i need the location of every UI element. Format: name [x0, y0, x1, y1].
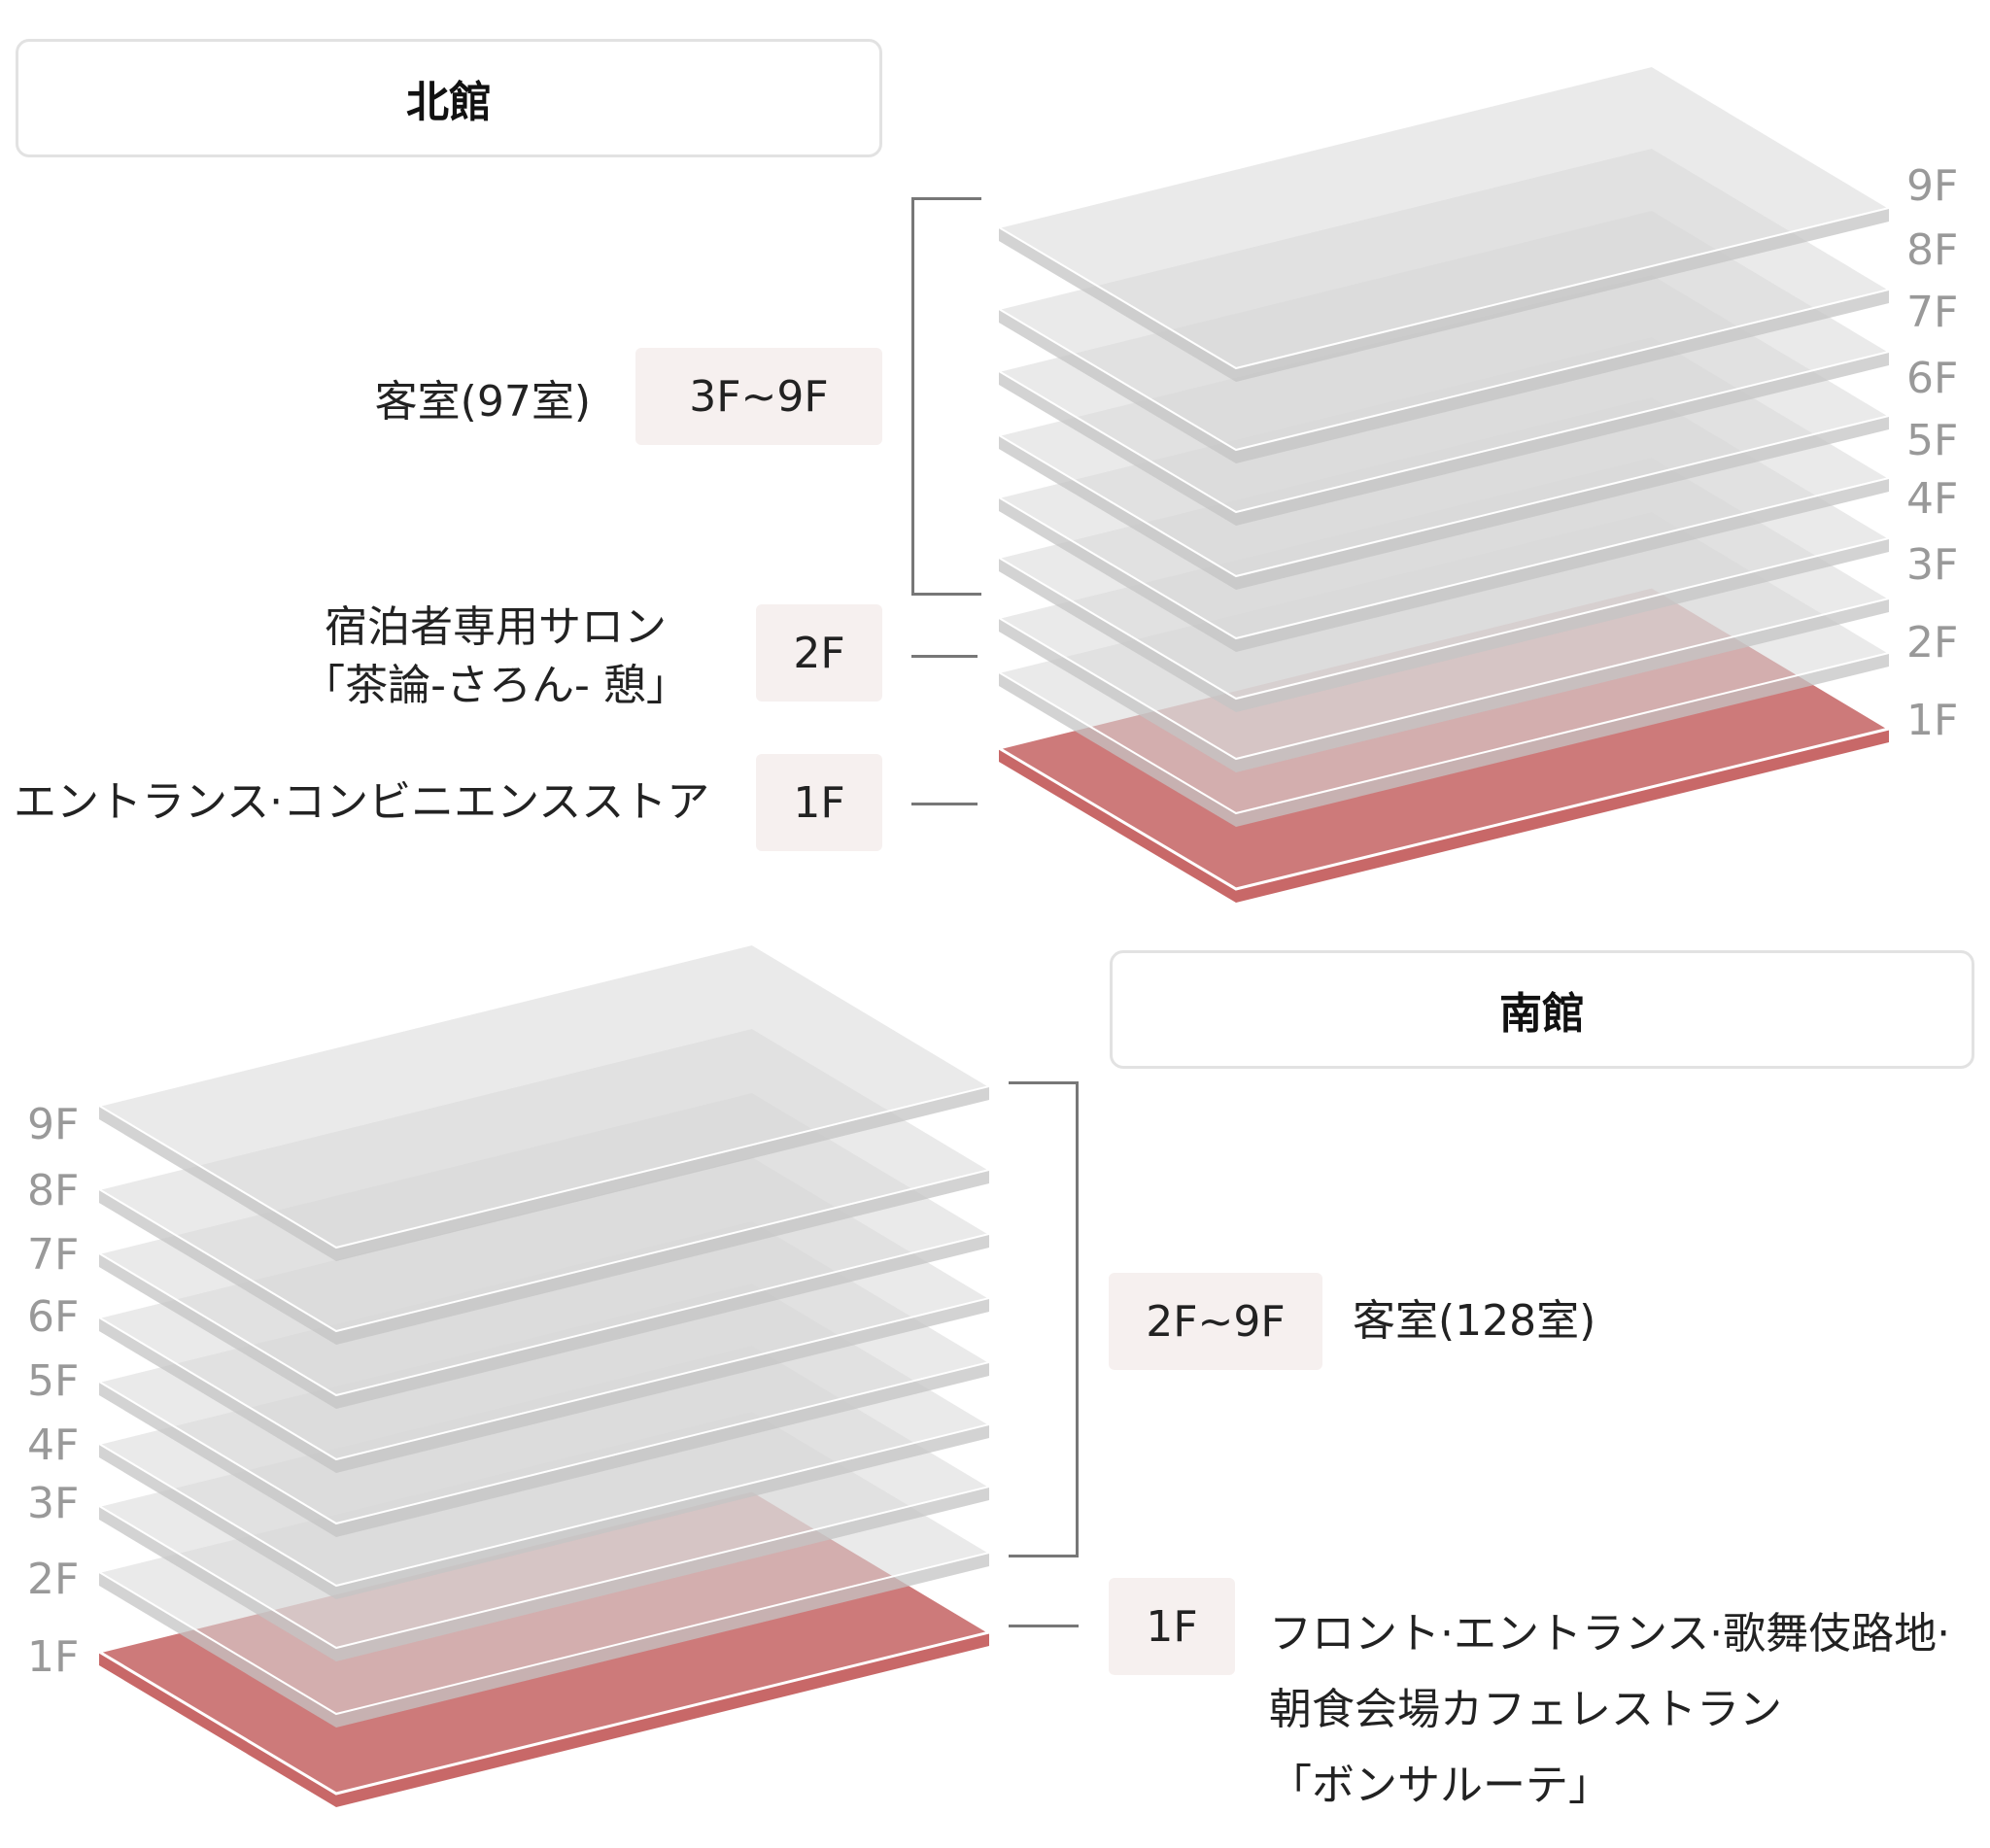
north-floor-label-8f: 8F: [1906, 225, 1959, 275]
south-building-title: 南館: [1110, 950, 1974, 1069]
north-entrance-label: エントランス·コンビニエンスストア: [14, 777, 710, 827]
south-front-label: フロント·エントランス·歌舞伎路地· 朝食会場カフェレストラン 「ボンサルーテ」: [1269, 1596, 1950, 1824]
south-floor-label-8f: 8F: [27, 1166, 80, 1215]
north-entrance-connector: [911, 803, 978, 805]
south-floor-label-3f: 3F: [27, 1479, 80, 1528]
north-salon-line1: 宿泊者専用サロン: [325, 602, 667, 652]
north-floor-label-4f: 4F: [1906, 474, 1959, 524]
south-rooms-bracket: [1009, 1081, 1079, 1557]
south-floor-label-6f: 6F: [27, 1292, 80, 1342]
south-rooms-badge: 2F~9F: [1109, 1273, 1322, 1370]
south-floor-label-9f: 9F: [27, 1100, 80, 1149]
south-floor-label-7f: 7F: [27, 1230, 80, 1280]
north-building-title: 北館: [16, 39, 882, 157]
north-rooms-label: 客室(97室): [374, 377, 591, 427]
south-front-line3: 「ボンサルーテ」: [1269, 1761, 1611, 1810]
south-floor-label-4f: 4F: [27, 1420, 80, 1470]
north-floor-label-6f: 6F: [1906, 354, 1959, 403]
north-rooms-bracket: [911, 197, 981, 596]
north-salon-label: 宿泊者専用サロン 「茶論-さろん- 憩」: [243, 599, 748, 715]
north-floor-slab-9f: [996, 64, 1892, 382]
south-floor-label-5f: 5F: [27, 1356, 80, 1406]
north-entrance-badge: 1F: [756, 754, 882, 851]
south-floor-label-2f: 2F: [27, 1555, 80, 1604]
north-salon-line2: 「茶論-さろん- 憩」: [302, 661, 689, 710]
south-front-connector: [1009, 1625, 1079, 1627]
north-rooms-badge: 3F~9F: [635, 348, 882, 445]
south-floor-label-1f: 1F: [27, 1632, 80, 1682]
north-floor-label-3f: 3F: [1906, 540, 1959, 590]
south-front-badge: 1F: [1109, 1578, 1235, 1675]
south-floor-slab-9f: [96, 942, 992, 1261]
north-floor-label-9f: 9F: [1906, 161, 1959, 211]
south-front-line2: 朝食会場カフェレストラン: [1269, 1685, 1782, 1734]
north-floor-label-7f: 7F: [1906, 288, 1959, 337]
north-salon-badge: 2F: [756, 604, 882, 702]
north-floor-label-5f: 5F: [1906, 416, 1959, 465]
north-salon-connector: [911, 655, 978, 658]
north-floor-label-2f: 2F: [1906, 618, 1959, 667]
north-floor-label-1f: 1F: [1906, 696, 1959, 745]
south-front-line1: フロント·エントランス·歌舞伎路地·: [1269, 1609, 1951, 1659]
south-rooms-label: 客室(128室): [1353, 1296, 1596, 1346]
